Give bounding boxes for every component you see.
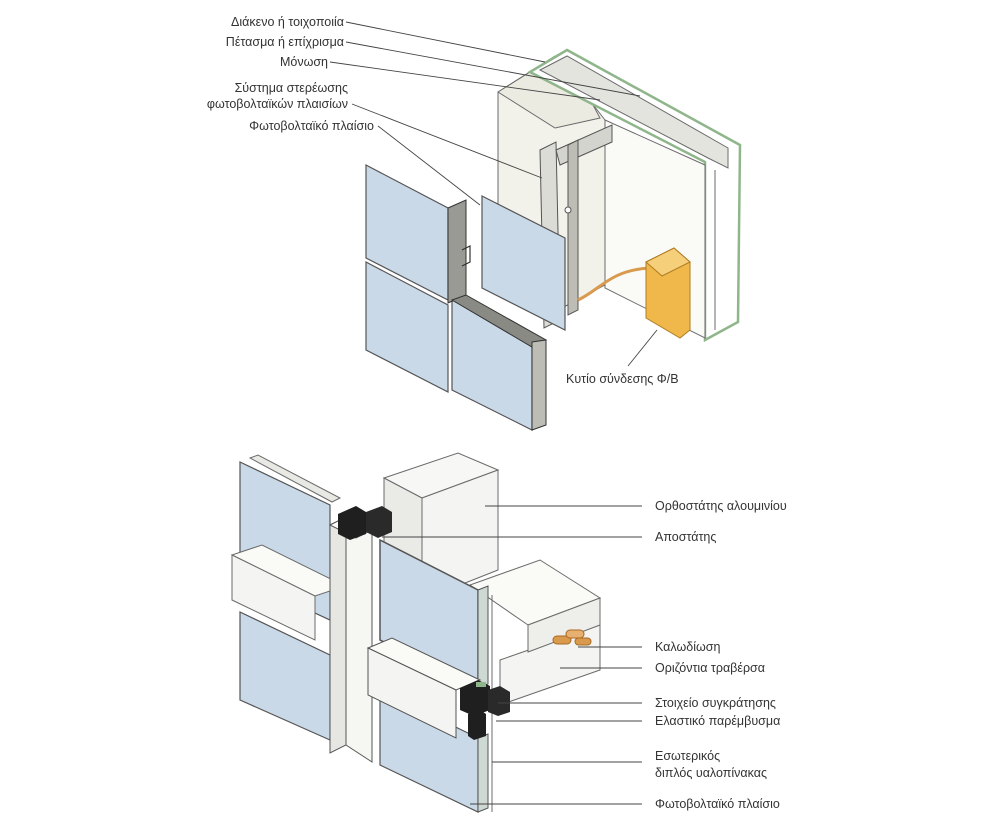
render-layer <box>527 48 742 343</box>
glass-edge-upper <box>477 585 489 689</box>
label-insulation: Μόνωση <box>280 55 328 69</box>
label-pv-panel-top: Φωτοβολταϊκό πλαίσιο <box>249 119 374 133</box>
insulation-layer <box>538 55 729 169</box>
pv-panel-bottom-left <box>365 261 449 393</box>
label-inner-glazing-line2: διπλός υαλοπίνακας <box>655 766 767 780</box>
top-diagram: Διάκενο ή τοιχοποιία Πέτασμα ή επίχρισμα… <box>207 15 742 431</box>
spacer-green <box>476 682 486 687</box>
pv-profile-vertical <box>447 199 467 304</box>
label-aluminium-mullion: Ορθοστάτης αλουμινίου <box>655 499 787 513</box>
label-render-or-plaster: Πέτασμα ή επίχρισμα <box>226 35 344 49</box>
cable-2 <box>565 629 585 639</box>
transom-left-front <box>231 554 316 641</box>
rail-bolt <box>564 206 572 214</box>
bottom-diagram: Ορθοστάτης αλουμινίου Αποστάτης Καλωδίωσ… <box>230 452 787 813</box>
label-spacer: Αποστάτης <box>655 530 716 544</box>
gasket-upper-1 <box>338 506 366 540</box>
rail-clip <box>567 139 579 316</box>
pv-profile-edge <box>531 339 547 431</box>
junction-box-top <box>645 247 691 277</box>
transom-front-face <box>367 647 457 739</box>
label-elastic-gasket: Ελαστικό παρέμβυσμα <box>655 714 780 728</box>
gasket-lower-3 <box>468 710 486 740</box>
cable-3 <box>574 637 592 646</box>
pv-panel-loose <box>481 195 566 331</box>
mullion-cover-front <box>345 516 373 763</box>
gasket-lower-2 <box>488 686 510 716</box>
gasket-lower-1 <box>460 680 490 716</box>
transom-inner <box>527 597 601 653</box>
label-mounting-system-line1: Σύστημα στερέωσης <box>235 81 348 95</box>
label-pv-panel-bottom: Φωτοβολταϊκό πλαίσιο <box>655 797 780 811</box>
clip-hook <box>461 245 471 267</box>
label-mounting-system-line2: φωτοβολταϊκών πλαισίων <box>207 97 348 111</box>
label-inner-glazing-line1: Εσωτερικός <box>655 749 720 763</box>
cable-1 <box>552 635 572 645</box>
label-junction-box: Κυτίο σύνδεσης Φ/Β <box>566 372 679 386</box>
glass-edge-lower <box>477 733 489 813</box>
pv-panel-back-left-lower <box>239 611 331 741</box>
pv-panel-back-frame <box>248 454 342 503</box>
gasket-upper-2 <box>366 506 392 538</box>
mullion-cover-side <box>329 516 347 754</box>
label-retaining-element: Στοιχείο συγκράτησης <box>655 696 776 710</box>
label-cavity-or-masonry: Διάκενο ή τοιχοποιία <box>231 15 344 29</box>
pv-cable <box>577 266 651 302</box>
label-horizontal-transom: Οριζόντια τραβέρσα <box>655 661 765 675</box>
label-cabling: Καλωδίωση <box>655 640 720 654</box>
